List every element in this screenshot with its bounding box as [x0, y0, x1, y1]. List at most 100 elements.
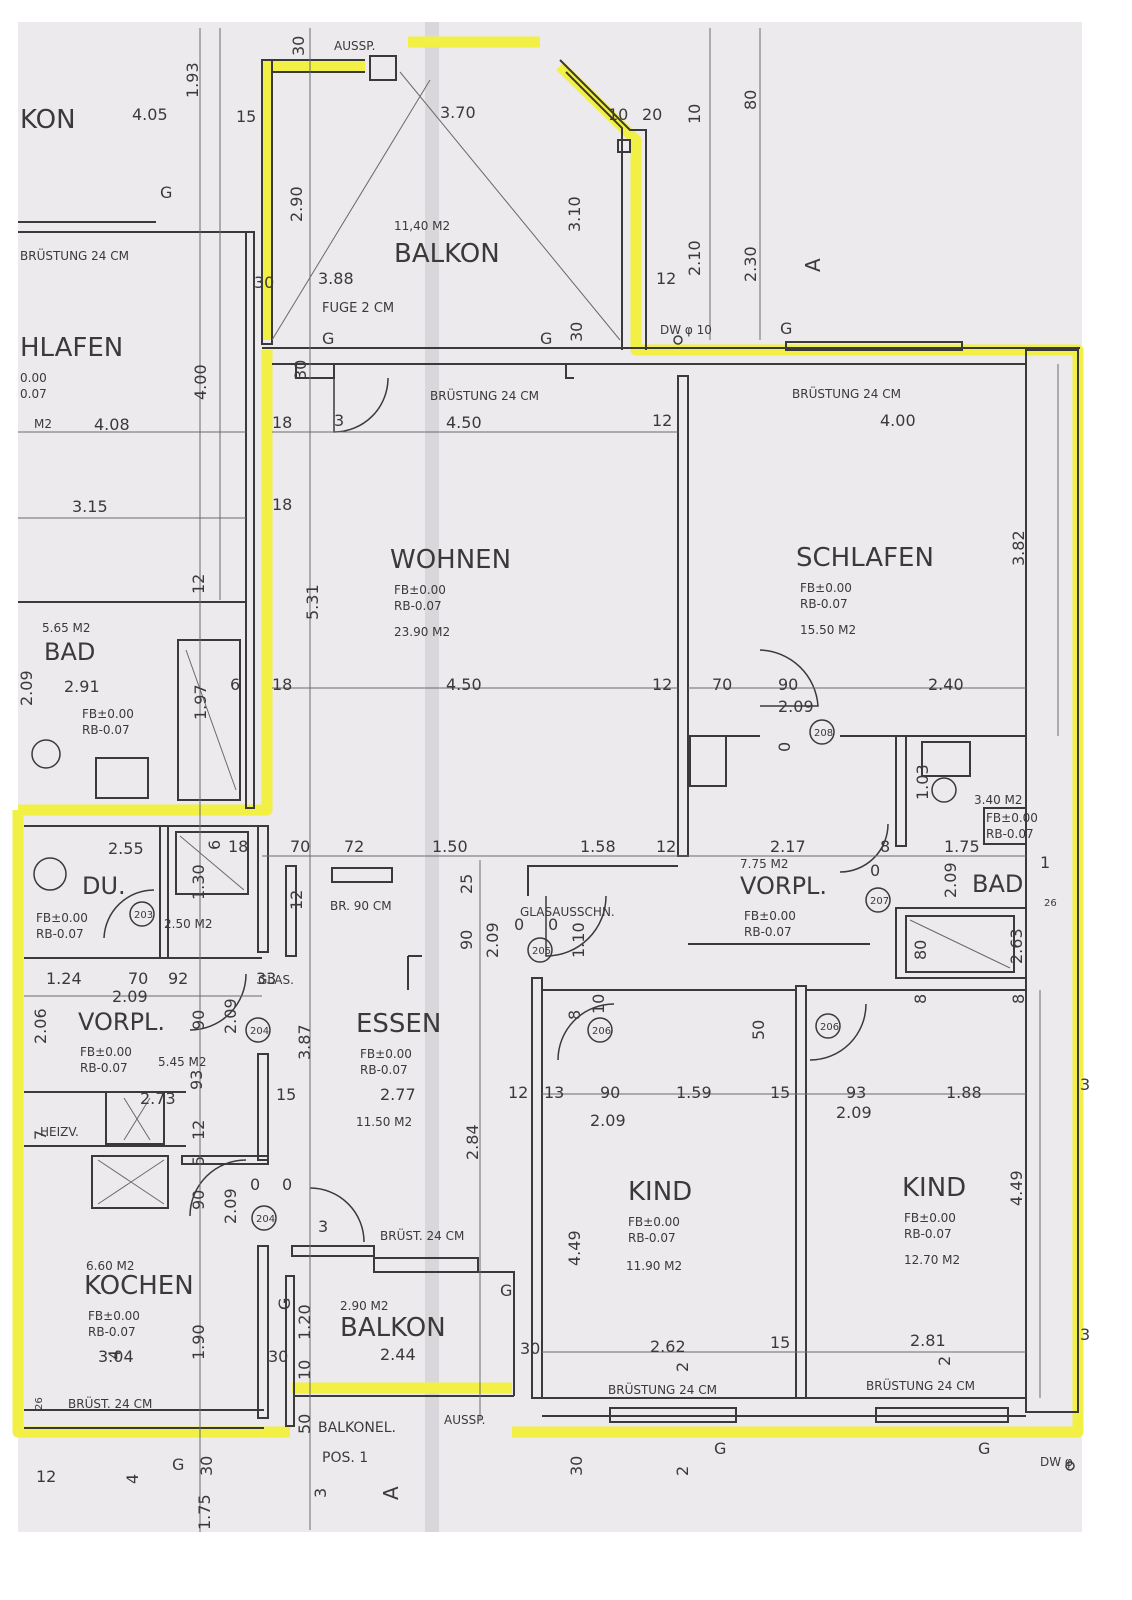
brustung-schlafen: BRÜSTUNG 24 CM	[792, 385, 901, 401]
dim-label: 1.75	[195, 1494, 214, 1530]
paper-fold-shadow	[425, 22, 439, 1532]
wall	[91, 1155, 169, 1209]
wall	[95, 757, 149, 799]
dim-label: 30	[520, 1339, 540, 1358]
door-number: 207	[870, 896, 889, 907]
dim-label: 2.81	[910, 1331, 946, 1350]
dim-label: 18	[272, 675, 292, 694]
dim-label: 1.88	[946, 1083, 982, 1102]
construction-line	[271, 79, 431, 341]
dimension-labels-schlafen: 4.00 3.82 70 90 2.40 2.09 0	[712, 411, 1028, 752]
wall	[373, 1257, 479, 1273]
dim-label: 15	[276, 1085, 296, 1104]
dim-label: 18	[228, 837, 248, 856]
dim-label: 2.10	[685, 240, 704, 276]
kind-right-area: 12.70 M2	[904, 1253, 960, 1267]
dim-label: 90	[189, 1010, 208, 1030]
dim-label: 3.88	[318, 269, 354, 288]
dim-label: 5	[189, 1156, 208, 1166]
kochen-fb: FB±0.00	[88, 1309, 140, 1323]
kochen-area: 6.60 M2	[86, 1259, 135, 1273]
kind-right-fb: FB±0.00	[904, 1211, 956, 1225]
wall	[291, 1245, 375, 1257]
dim-label: 2.90	[287, 186, 306, 222]
dim-label: 1.93	[183, 62, 202, 98]
construction-line	[179, 835, 245, 891]
door-number: 208	[814, 728, 833, 739]
highlight-top-balcony	[261, 60, 365, 340]
door-number: 204	[256, 1214, 275, 1225]
dim-label: 0	[870, 861, 880, 880]
wall	[285, 865, 297, 957]
dim-label: 4.50	[446, 413, 482, 432]
du-name: DU.	[82, 872, 126, 900]
wall	[895, 907, 1027, 979]
dim-label: 0	[282, 1175, 292, 1194]
vorpl-left-name: VORPL.	[78, 1008, 165, 1036]
dim-label: G	[172, 1455, 184, 1474]
door-number-circle	[129, 901, 155, 927]
bad-left-area: 5.65 M2	[42, 621, 91, 635]
dimension-labels-middle: 2.55 18 70 72 1.50 1.58 12 2.17 1.75 8 1…	[108, 764, 1057, 1004]
dim-label: 6	[230, 675, 240, 694]
wall	[331, 867, 393, 883]
washbasin	[931, 777, 957, 803]
dim-label: 18	[272, 495, 292, 514]
balkonel-label: BALKONEL.	[318, 1420, 396, 1436]
dim-label: 15	[770, 1083, 790, 1102]
dim-label: 2.09	[221, 1188, 240, 1224]
wohnen-fb: FB±0.00	[394, 583, 446, 597]
balkon-top-name: BALKON	[394, 239, 500, 269]
dim-label: 26	[34, 1397, 45, 1410]
door-swing	[545, 895, 607, 957]
brust-kochen: BRÜST. 24 CM	[68, 1395, 152, 1411]
wall	[565, 364, 574, 379]
dim-label: 1.20	[295, 1304, 314, 1340]
dim-label: 3.82	[1009, 530, 1028, 566]
dim-label: 6	[205, 840, 224, 850]
dim-label: 10	[295, 1360, 314, 1380]
wall	[905, 915, 1015, 973]
dim-label: G	[780, 319, 792, 338]
section-a-top: A	[801, 258, 825, 272]
vorpl-center-rb: RB-0.07	[744, 925, 792, 939]
bad-left-rb: RB-0.07	[82, 723, 130, 737]
wall	[245, 231, 255, 809]
dim-label: 2.09	[112, 987, 148, 1006]
dimension-labels-wohnen: 4.50 5.31 18 18 3 12 4.50 12	[272, 411, 672, 694]
dim-label: 12	[189, 1120, 208, 1140]
wall	[295, 364, 335, 379]
door-number: 206	[592, 1026, 611, 1037]
essen-name: ESSEN	[356, 1009, 441, 1039]
dim-label: 0	[514, 915, 524, 934]
door-swing	[839, 823, 889, 873]
dim-label: 70	[712, 675, 732, 694]
glasausschn-label: GLASAUSSCHN.	[520, 905, 615, 919]
dw-top: DW φ 10	[660, 323, 712, 337]
wall	[261, 59, 273, 345]
wall	[177, 639, 241, 801]
wall	[895, 735, 907, 847]
vorpl-center-fb: FB±0.00	[744, 909, 796, 923]
dim-label: 2.30	[741, 246, 760, 282]
dim-label: 2.77	[380, 1085, 416, 1104]
highlight-bottom-right	[512, 1408, 1084, 1438]
dim-label: 3	[1080, 1075, 1090, 1094]
dim-label: 90	[778, 675, 798, 694]
dimension-labels-lower: 1.24 70 92 33 2.09 90 2.09 3.87 93 2.73 …	[31, 969, 1026, 1266]
door-swing	[759, 649, 819, 707]
door-number: 203	[134, 910, 153, 921]
kind-right-name: KIND	[902, 1173, 966, 1203]
door-number-circle	[865, 887, 891, 913]
dim-label: 50	[295, 1414, 314, 1434]
wall	[527, 865, 678, 896]
dim-label: 33	[256, 969, 276, 988]
partial-value-1: 0.00	[20, 371, 47, 385]
du-area: 2.50 M2	[164, 917, 213, 931]
dim-label: 30	[291, 360, 310, 380]
partial-balkon-label: KON	[20, 105, 76, 135]
wall	[175, 831, 249, 895]
dim-label: 2.17	[770, 837, 806, 856]
wall	[609, 1407, 737, 1423]
dim-label: 2.44	[380, 1345, 416, 1364]
